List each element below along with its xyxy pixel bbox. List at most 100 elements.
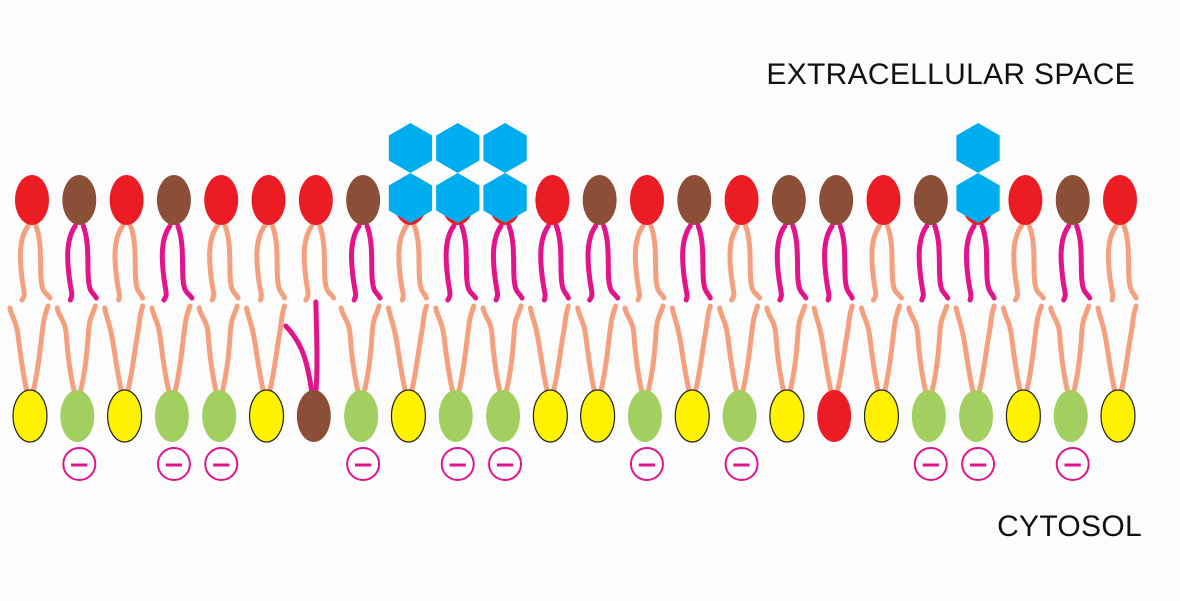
inner-tail <box>645 303 666 395</box>
outer-tail <box>254 223 268 303</box>
inner-tail <box>717 305 740 395</box>
outer-tail <box>222 223 241 301</box>
outer-tail <box>411 223 429 301</box>
charge-minus: − <box>1062 450 1084 480</box>
outer-tail <box>80 223 99 301</box>
inner-tail <box>527 305 550 395</box>
inner-tail <box>433 305 456 395</box>
charge-circle <box>961 447 996 481</box>
negative-charge-icon: − <box>488 447 523 481</box>
charge-minus: − <box>163 450 185 480</box>
inner-tail <box>1095 305 1118 395</box>
inner-tail <box>361 303 382 395</box>
outer-tail <box>695 223 713 301</box>
charge-circle <box>1055 447 1090 481</box>
inner-tail <box>283 323 315 395</box>
outer-tail <box>869 223 882 303</box>
charge-circle <box>204 447 239 481</box>
inner-head-green <box>154 390 189 442</box>
inner-head-yellow <box>769 389 805 443</box>
outer-tail <box>175 223 195 301</box>
inner-head-green <box>1053 390 1088 442</box>
charge-circle <box>62 447 97 481</box>
outer-tail <box>349 223 362 303</box>
outer-head-red <box>1103 175 1137 225</box>
charge-minus: − <box>731 450 753 480</box>
inner-tail <box>550 303 571 395</box>
inner-tail <box>1000 305 1023 395</box>
glycan-hexagon <box>436 173 480 223</box>
negative-charge-icon: − <box>1055 447 1090 481</box>
outer-head-brown <box>156 175 191 225</box>
outer-tail <box>963 223 977 303</box>
outer-tail <box>979 223 997 301</box>
charge-circle <box>156 447 191 481</box>
charge-minus: − <box>636 450 658 480</box>
inner-tail <box>787 303 808 395</box>
inner-head-green <box>959 390 994 442</box>
inner-head-yellow <box>1100 389 1136 443</box>
inner-tail <box>692 303 713 395</box>
inner-tail <box>764 305 787 395</box>
outer-tail <box>1074 223 1093 301</box>
charge-minus: − <box>494 450 516 480</box>
inner-head-yellow <box>532 389 568 443</box>
outer-head-brown <box>1055 175 1090 225</box>
inner-tail <box>503 303 524 395</box>
outer-head-red <box>629 175 664 225</box>
outer-head-brown <box>819 175 854 225</box>
glycan-hexagon <box>483 123 527 173</box>
extracellular-space-label: EXTRACELLULAR SPACE <box>766 58 1135 91</box>
inner-tail <box>1048 305 1071 395</box>
negative-charge-icon: − <box>629 447 664 481</box>
outer-head-red <box>535 175 570 225</box>
inner-head-yellow <box>863 389 900 443</box>
glycan-hexagon <box>388 123 433 173</box>
inner-tail <box>669 305 692 395</box>
inner-head-green <box>438 390 473 442</box>
inner-tail <box>30 303 51 395</box>
outer-tail <box>33 223 53 301</box>
outer-head-brown <box>677 175 712 225</box>
inner-tail <box>929 303 950 395</box>
inner-tail <box>385 305 408 395</box>
outer-tail <box>822 223 835 303</box>
outer-tail <box>837 223 855 301</box>
inner-head-yellow <box>1005 389 1041 443</box>
inner-tail <box>456 303 477 395</box>
inner-tail <box>77 303 98 395</box>
outer-tail <box>207 223 220 303</box>
inner-tail <box>102 305 125 395</box>
inner-tail <box>1071 303 1092 395</box>
inner-tail <box>811 305 834 395</box>
inner-head-yellow <box>12 389 48 443</box>
outer-head-red <box>298 175 333 225</box>
glycan-hexagon <box>956 173 1000 223</box>
negative-charge-icon: − <box>913 447 948 481</box>
outer-tail <box>443 223 457 303</box>
inner-tail <box>906 305 929 395</box>
outer-tail <box>159 223 173 303</box>
outer-tail <box>884 223 904 301</box>
outer-tail <box>270 223 288 301</box>
inner-head-yellow <box>390 389 427 443</box>
outer-tail <box>17 223 31 303</box>
glycans-layer <box>388 123 1000 223</box>
outer-head-brown <box>346 175 381 225</box>
inner-tail <box>881 303 902 395</box>
inner-tail <box>858 305 881 395</box>
negative-charge-icon: − <box>724 447 759 481</box>
outer-tail <box>916 223 930 303</box>
inner-tail <box>953 305 976 395</box>
inner-tail <box>480 305 503 395</box>
inner-head-green <box>486 390 521 442</box>
negative-charge-icon: − <box>156 447 191 481</box>
outer-tail <box>396 223 409 303</box>
negative-charge-icon: − <box>961 447 996 481</box>
outer-head-red <box>251 175 286 225</box>
inner-head-red <box>817 390 852 442</box>
outer-tail <box>364 223 383 301</box>
glycan-hexagon <box>483 173 527 223</box>
charge-circle <box>724 447 759 481</box>
inner-tail <box>7 305 30 395</box>
